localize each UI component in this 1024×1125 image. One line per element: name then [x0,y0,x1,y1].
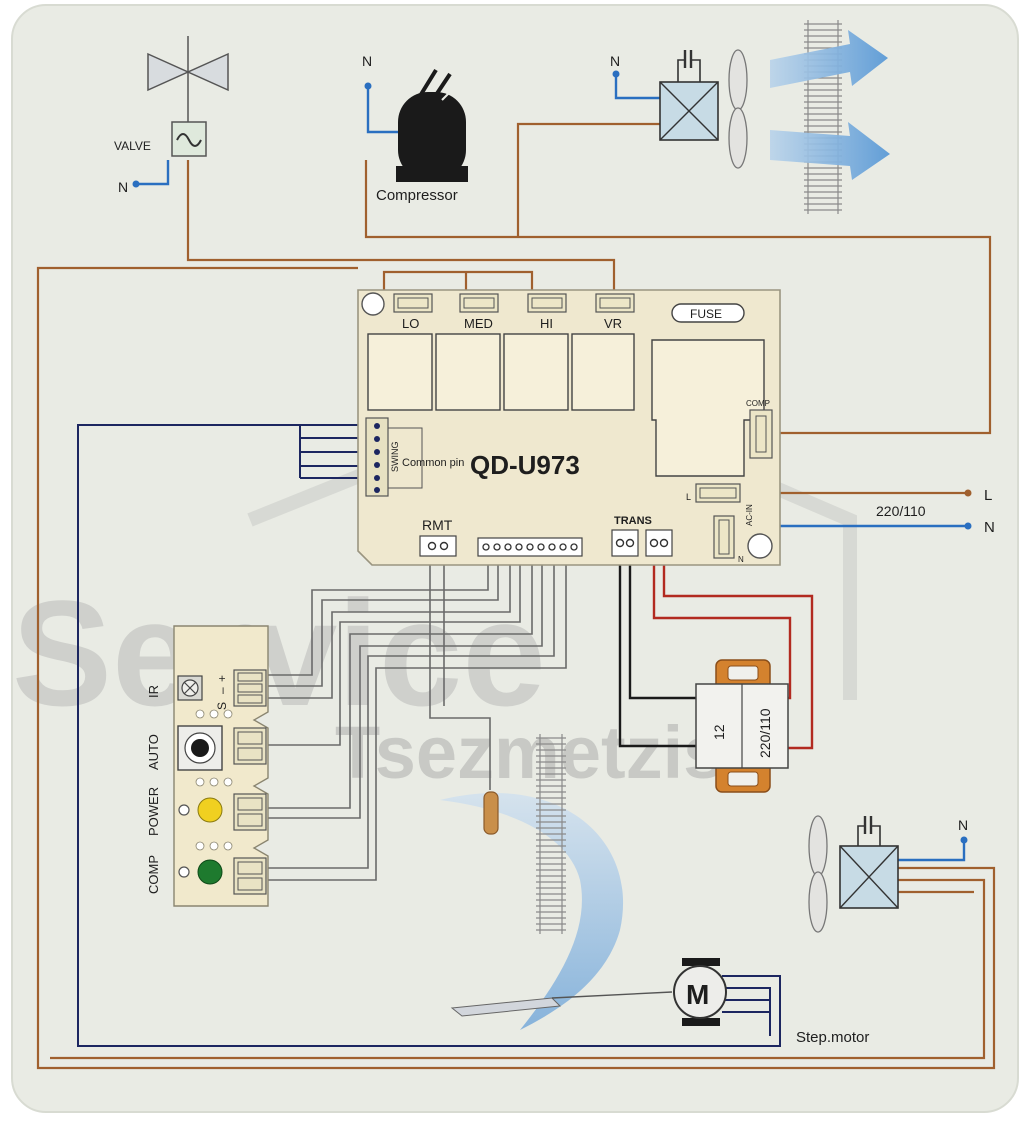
voltage-label: 220/110 [876,503,926,519]
ir-label: IR [146,685,161,698]
orange-wiring [36,122,996,1070]
indoor-fan-blade [808,815,828,933]
compressor-label: Compressor [376,187,458,204]
transformer [695,659,789,793]
outdoor-fan-motor [659,50,719,141]
power-label: POWER [146,787,161,836]
outdoor-airflow-arrows [770,30,890,180]
ir-pin-minus: – [215,687,229,694]
trans-label: TRANS [614,515,652,527]
relay-label-lo: LO [402,316,419,331]
fuse-label: FUSE [690,307,722,321]
compressor-icon [396,68,468,182]
transformer-primary-label: 220/110 [757,708,773,758]
auto-label: AUTO [146,734,161,770]
terminal-dots [132,70,972,844]
line-n-label: N [984,519,995,536]
valve [147,36,229,157]
valve-neutral-label: N [118,179,128,195]
valve-label: VALVE [114,139,151,153]
comp-connector-label: COMP [746,399,770,408]
board-model: QD-U973 [470,450,580,480]
step-motor-label: Step.motor [796,1029,869,1046]
relay-label-hi: HI [540,316,553,331]
comp-label: COMP [146,855,161,894]
step-motor [450,958,727,1026]
transformer-secondary-label: 12 [711,724,727,740]
common-pin-label: Common pin [402,457,464,469]
ir-pin-plus: + [215,675,229,682]
l-pin-label: L [686,492,691,502]
motor-letter: M [686,979,709,1010]
compressor-neutral-label: N [362,53,372,69]
n-pin-label: N [738,555,744,564]
display-panel [173,625,269,907]
fan-neutral-label: N [610,53,620,69]
relay-label-vr: VR [604,316,622,331]
ir-pin-s: S [215,702,229,710]
watermark-service: Service [12,569,546,737]
display-wiring [268,556,567,881]
outdoor-fan-blade [728,49,748,169]
relay-label-med: MED [464,316,493,331]
line-l-label: L [984,487,992,504]
pcb-board [357,289,781,566]
swing-label: SWING [390,442,400,473]
watermark-tsezmetzis: Tsezmetzis [335,711,724,794]
indoor-airflow-arrow [440,792,624,1030]
indoor-fan-neutral-label: N [958,817,968,833]
rmt-label: RMT [422,517,453,533]
indoor-fan-motor [839,816,899,909]
evaporator-coil [536,734,566,934]
ac-in-label: AC-IN [745,504,754,526]
room-temp-sensor [483,791,499,835]
